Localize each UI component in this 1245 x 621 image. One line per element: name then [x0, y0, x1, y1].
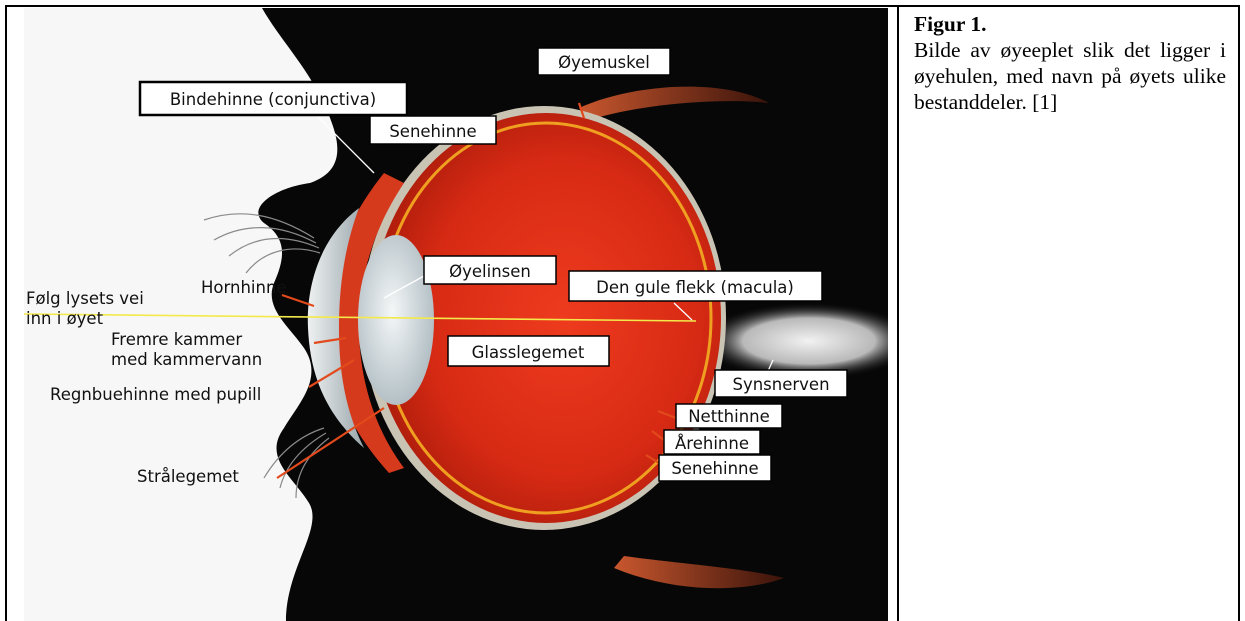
svg-text:Bindehinne (conjunctiva): Bindehinne (conjunctiva)	[170, 90, 376, 109]
label-synsnerven: Synsnerven	[715, 370, 847, 397]
svg-text:Netthinne: Netthinne	[688, 407, 770, 426]
svg-text:Årehinne: Årehinne	[675, 434, 749, 453]
label-oyelinsen: Øyelinsen	[424, 256, 556, 284]
svg-text:Senehinne: Senehinne	[389, 122, 476, 141]
figure-caption: Figur 1. Bilde av øyeeplet slik det ligg…	[914, 11, 1226, 115]
svg-text:inn i øyet: inn i øyet	[26, 309, 104, 328]
svg-text:Strålegemet: Strålegemet	[137, 467, 239, 486]
svg-text:Synsnerven: Synsnerven	[732, 375, 829, 394]
label-glasslegemet: Glasslegemet	[448, 336, 609, 366]
label-senehinne-bottom: Senehinne	[659, 455, 771, 481]
table-border-divider	[897, 5, 899, 621]
caption-body: Bilde av øyeeplet slik det ligger i øyeh…	[914, 37, 1226, 115]
svg-text:Følg lysets vei: Følg lysets vei	[26, 289, 144, 308]
eye-diagram: Øyemuskel Bindehinne (conjunctiva) Seneh…	[24, 8, 888, 621]
svg-text:Glasslegemet: Glasslegemet	[472, 343, 585, 362]
label-oyemuskel: Øyemuskel	[538, 48, 670, 75]
eye-anatomy-figure: Øyemuskel Bindehinne (conjunctiva) Seneh…	[24, 8, 888, 621]
label-macula: Den gule flekk (macula)	[569, 271, 822, 301]
table-border-right	[1238, 5, 1240, 621]
table-border-top	[5, 5, 1240, 7]
label-netthinne: Netthinne	[676, 404, 782, 428]
lens	[358, 235, 434, 405]
svg-text:Fremre kammer: Fremre kammer	[111, 330, 242, 349]
svg-text:Regnbuehinne med pupill: Regnbuehinne med pupill	[50, 385, 261, 404]
label-arehinne: Årehinne	[664, 430, 760, 454]
label-senehinne-top: Senehinne	[370, 116, 496, 144]
svg-text:med kammervann: med kammervann	[111, 350, 262, 369]
svg-text:Den gule flekk (macula): Den gule flekk (macula)	[596, 278, 794, 297]
svg-text:Øyelinsen: Øyelinsen	[449, 262, 531, 281]
table-border-left	[5, 5, 7, 621]
label-stralegemet: Strålegemet	[137, 467, 239, 486]
label-regnbuehinne: Regnbuehinne med pupill	[50, 385, 261, 404]
svg-text:Hornhinne: Hornhinne	[201, 278, 287, 297]
label-hornhinne: Hornhinne	[201, 278, 287, 297]
label-fremre-kammer: Fremre kammer med kammervann	[111, 330, 262, 369]
svg-text:Senehinne: Senehinne	[671, 459, 758, 478]
caption-title: Figur 1.	[914, 11, 1226, 37]
label-bindehinne: Bindehinne (conjunctiva)	[140, 82, 407, 115]
svg-text:Øyemuskel: Øyemuskel	[558, 53, 650, 72]
